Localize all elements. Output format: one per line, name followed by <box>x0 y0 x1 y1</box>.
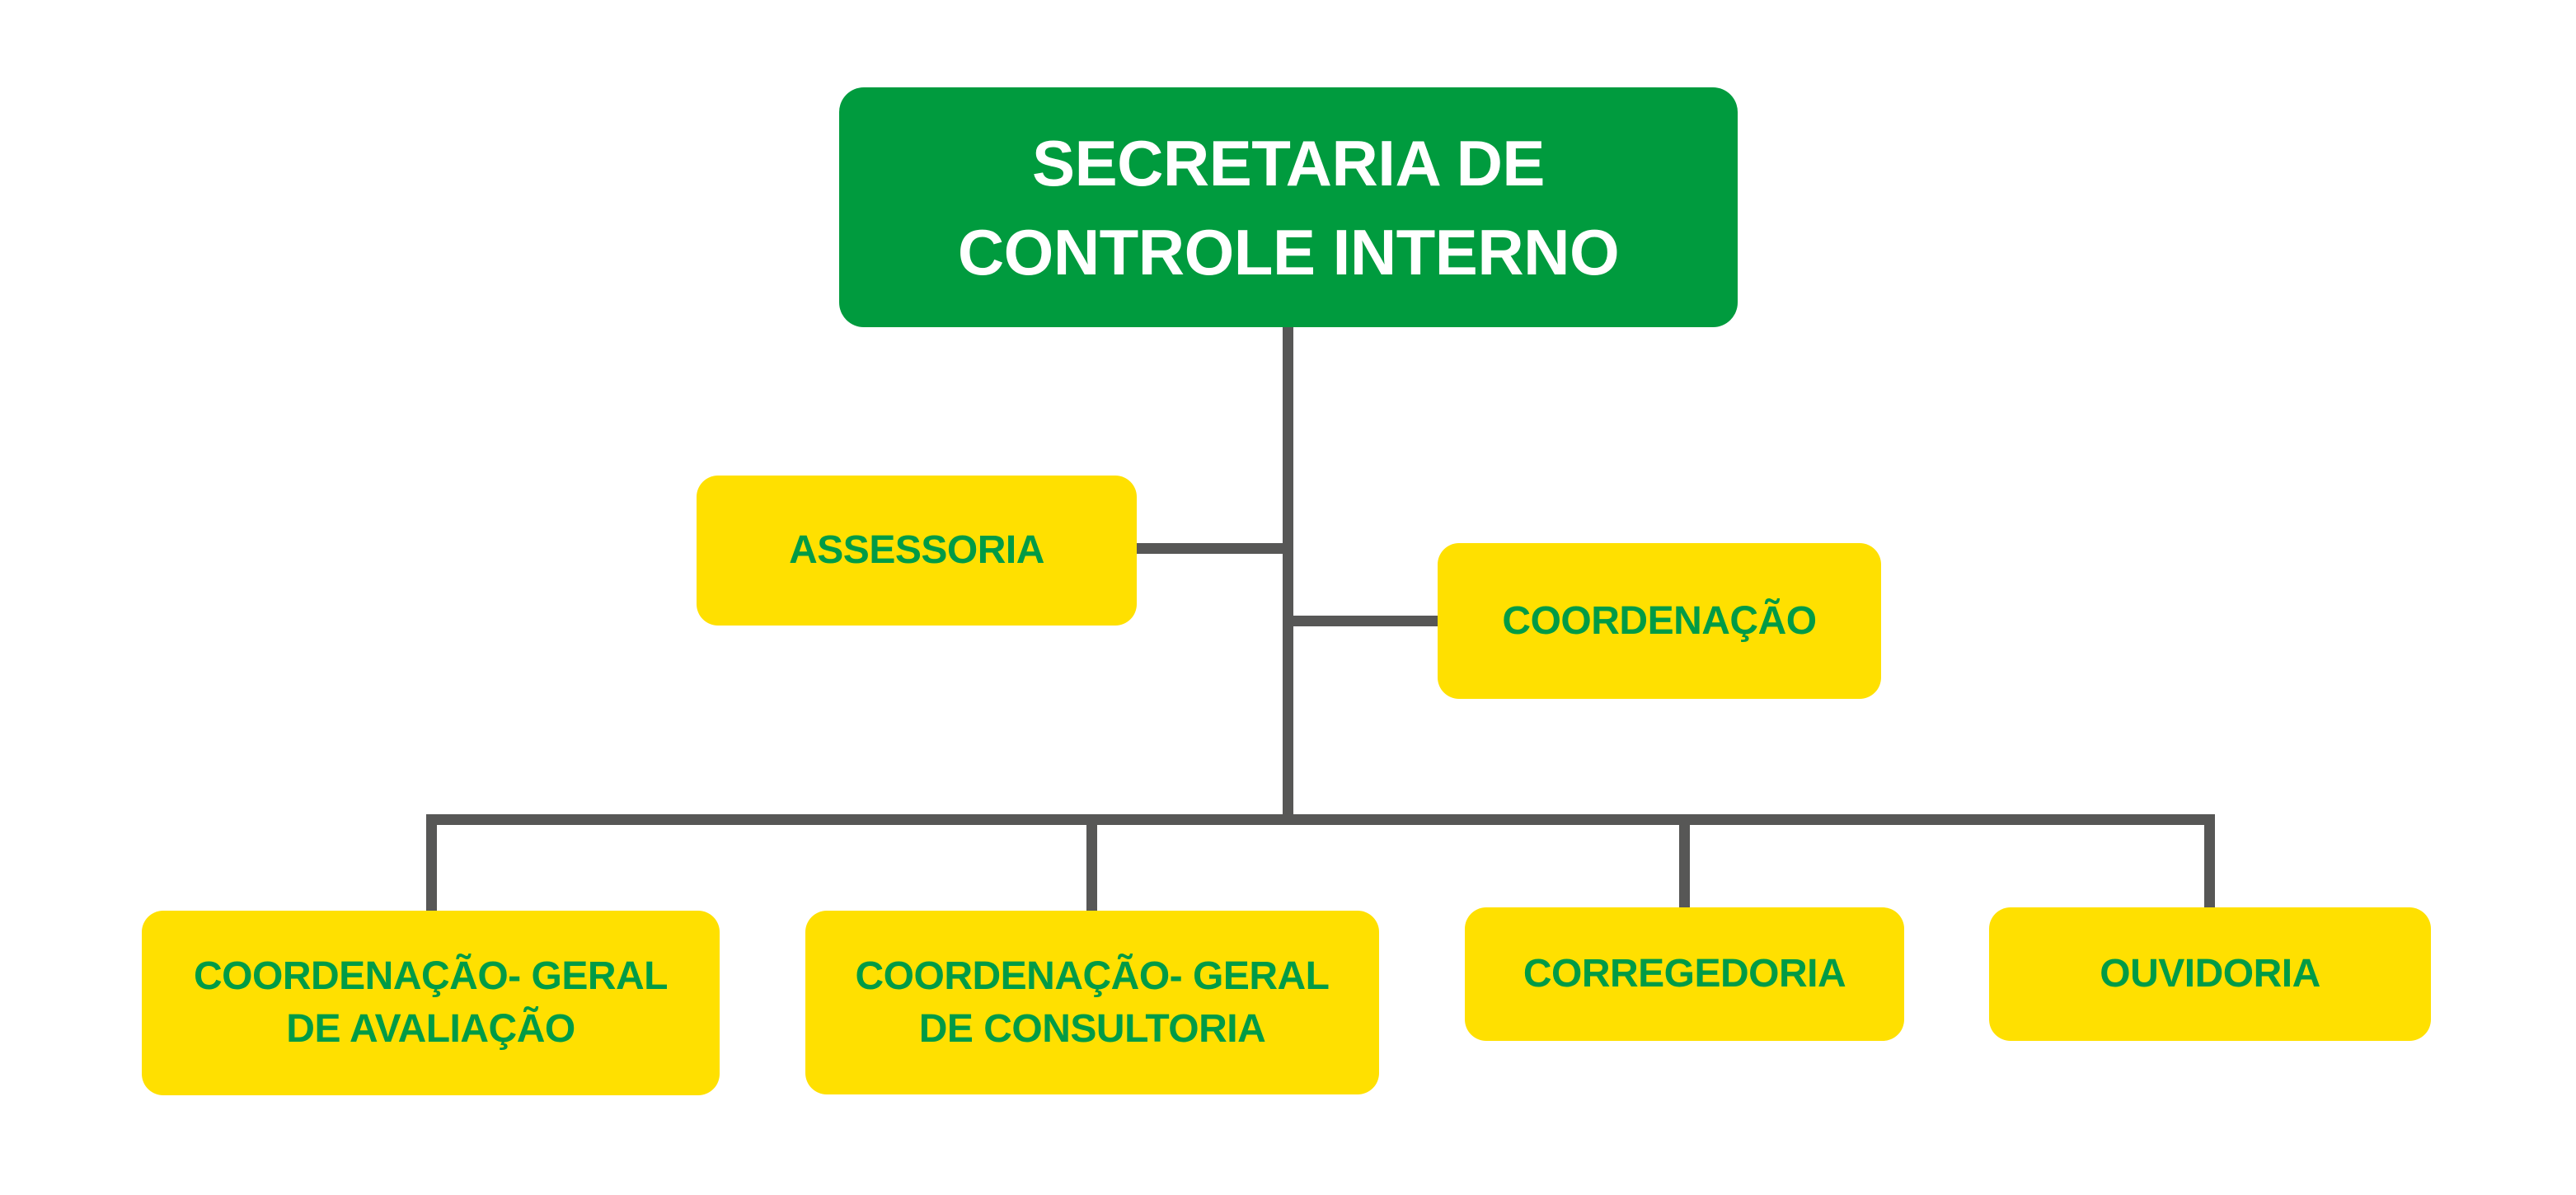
node-label: COORDENAÇÃO- GERAL DE CONSULTORIA <box>855 954 1330 1051</box>
node-label: CORREGEDORIA <box>1523 952 1846 996</box>
node-label: OUVIDORIA <box>2100 952 2320 996</box>
connector-drop-consultoria <box>1086 814 1097 911</box>
connector-trunk-vertical <box>1283 327 1293 825</box>
connector-drop-corregedoria <box>1679 814 1690 909</box>
node-coordenacao-geral-de-avaliacao: COORDENAÇÃO- GERAL DE AVALIAÇÃO <box>142 911 720 1095</box>
node-label: COORDENAÇÃO- GERAL DE AVALIAÇÃO <box>194 954 669 1051</box>
node-coordenacao-geral-de-consultoria: COORDENAÇÃO- GERAL DE CONSULTORIA <box>805 911 1379 1094</box>
connector-assessoria <box>1137 543 1293 554</box>
node-ouvidoria: OUVIDORIA <box>1989 907 2431 1041</box>
node-coordenacao: COORDENAÇÃO <box>1438 543 1881 699</box>
node-assessoria: ASSESSORIA <box>697 476 1137 626</box>
node-corregedoria: CORREGEDORIA <box>1465 907 1904 1041</box>
node-label: COORDENAÇÃO <box>1502 598 1817 643</box>
node-label: ASSESSORIA <box>789 528 1044 572</box>
connector-drop-avaliacao <box>426 814 437 911</box>
connector-coordenacao <box>1283 616 1438 626</box>
connector-bottom-rail <box>426 814 2214 825</box>
node-secretaria-de-controle-interno: SECRETARIA DE CONTROLE INTERNO <box>839 87 1738 327</box>
node-label: SECRETARIA DE CONTROLE INTERNO <box>957 126 1620 288</box>
connector-drop-ouvidoria <box>2204 814 2215 907</box>
